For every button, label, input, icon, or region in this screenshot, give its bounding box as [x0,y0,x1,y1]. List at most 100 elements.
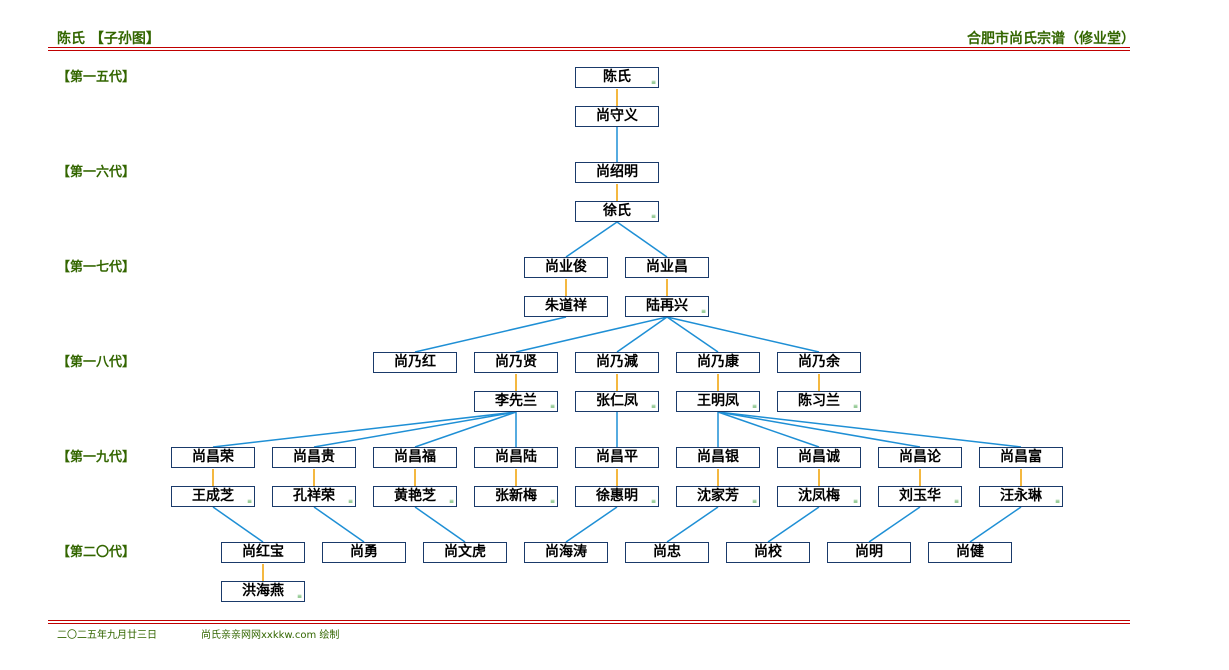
person-name: 尚乃康 [697,354,739,370]
person-name: 尚守义 [596,108,638,124]
person-node[interactable]: 王明凤 ≡ [676,391,760,412]
person-node[interactable]: 沈家芳≡ [676,486,760,507]
spouse-marker-icon: ≡ [347,498,353,505]
marriage-lines [212,89,1022,581]
person-node[interactable]: 尚昌福 [373,447,457,468]
person-name: 尚昌论 [899,449,941,465]
person-name: 尚海涛 [545,544,587,560]
person-node[interactable]: 尚昌贵 [272,447,356,468]
descent-lines [212,127,1022,543]
generation-label-15: 【第一五代】 [57,70,136,85]
person-name: 黄艳芝 [394,488,436,504]
person-node[interactable]: 尚乃贤 [474,352,558,373]
bottom-rule-2 [48,623,1130,624]
person-node[interactable]: 尚忠 [625,542,709,563]
spouse-marker-icon: ≡ [246,498,252,505]
spouse-marker-icon: ≡ [549,403,555,410]
person-node[interactable]: 陈习兰≡ [777,391,861,412]
person-node[interactable]: 朱道祥 [524,296,608,317]
person-node[interactable]: 尚勇 [322,542,406,563]
person-node[interactable]: 尚业昌 [625,257,709,278]
person-node[interactable]: 陈氏 ≡ [575,67,659,88]
person-name: 尚昌银 [697,449,739,465]
person-name: 尚业昌 [646,259,688,275]
person-node[interactable]: 尚红宝 [221,542,305,563]
footer-date: 二〇二五年九月廿三日 [57,630,157,641]
person-node[interactable]: 刘玉华≡ [878,486,962,507]
person-node[interactable]: 尚乃红 [373,352,457,373]
person-node[interactable]: 尚乃康 [676,352,760,373]
person-name: 尚校 [754,544,782,560]
spouse-marker-icon: ≡ [448,498,454,505]
footer-credit: 尚氏亲亲网网xxkkw.com 绘制 [201,630,340,641]
person-name: 尚忠 [653,544,681,560]
person-node[interactable]: 尚昌诚 [777,447,861,468]
person-node[interactable]: 尚绍明 [575,162,659,183]
person-name: 尚昌陆 [495,449,537,465]
person-name: 徐惠明 [596,488,638,504]
person-node[interactable]: 孔祥荣≡ [272,486,356,507]
person-name: 尚明 [855,544,883,560]
chart-title: 陈氏 【子孙图】 [57,31,160,47]
person-name: 尚健 [956,544,984,560]
person-node[interactable]: 王成芝 ≡ [171,486,255,507]
person-node[interactable]: 陆再兴≡ [625,296,709,317]
person-name: 尚昌富 [1000,449,1042,465]
person-node[interactable]: 尚乃余 [777,352,861,373]
person-node[interactable]: 尚昌论 [878,447,962,468]
person-name: 尚乃余 [798,354,840,370]
spouse-marker-icon: ≡ [1054,498,1060,505]
person-name: 尚昌荣 [192,449,234,465]
person-node[interactable]: 尚明 [827,542,911,563]
spouse-marker-icon: ≡ [852,403,858,410]
spouse-marker-icon: ≡ [650,403,656,410]
person-node[interactable]: 尚守义 [575,106,659,127]
person-name: 朱道祥 [545,298,587,314]
person-name: 尚昌平 [596,449,638,465]
bottom-rule-1 [48,620,1130,621]
person-name: 徐氏 [603,203,631,219]
person-node[interactable]: 尚昌平 [575,447,659,468]
person-name: 张新梅 [495,488,537,504]
person-node[interactable]: 张新梅 ≡ [474,486,558,507]
person-name: 洪海燕 [242,583,284,599]
person-name: 王明凤 [697,393,739,409]
person-node[interactable]: 尚昌荣 [171,447,255,468]
spouse-marker-icon: ≡ [549,498,555,505]
person-node[interactable]: 尚健 [928,542,1012,563]
spouse-marker-icon: ≡ [650,79,656,86]
person-node[interactable]: 李先兰 ≡ [474,391,558,412]
generation-label-18: 【第一八代】 [57,355,136,370]
top-rule-2 [48,50,1130,51]
person-node[interactable]: 张仁凤 ≡ [575,391,659,412]
person-name: 李先兰 [495,393,537,409]
genealogy-title: 合肥市尚氏宗谱（修业堂） [967,31,1135,47]
person-name: 张仁凤 [596,393,638,409]
person-node[interactable]: 徐氏≡ [575,201,659,222]
person-node[interactable]: 徐惠明≡ [575,486,659,507]
spouse-marker-icon: ≡ [751,403,757,410]
person-name: 尚业俊 [545,259,587,275]
person-node[interactable]: 尚昌富 [979,447,1063,468]
person-name: 尚昌贵 [293,449,335,465]
person-node[interactable]: 沈凤梅≡ [777,486,861,507]
person-name: 尚乃減 [596,354,638,370]
person-node[interactable]: 汪永琳≡ [979,486,1063,507]
person-name: 尚文虎 [444,544,486,560]
person-name: 尚乃红 [394,354,436,370]
person-name: 陈氏 [603,69,631,85]
person-node[interactable]: 尚昌陆 [474,447,558,468]
person-node[interactable]: 洪海燕≡ [221,581,305,602]
person-name: 尚昌诚 [798,449,840,465]
person-name: 尚昌福 [394,449,436,465]
person-node[interactable]: 尚昌银 [676,447,760,468]
person-node[interactable]: 尚文虎 [423,542,507,563]
person-node[interactable]: 黄艳芝 ≡ [373,486,457,507]
person-node[interactable]: 尚校 [726,542,810,563]
person-node[interactable]: 尚海涛 [524,542,608,563]
person-node[interactable]: 尚业俊 [524,257,608,278]
person-node[interactable]: 尚乃減 [575,352,659,373]
person-name: 陆再兴 [646,298,688,314]
person-name: 王成芝 [192,488,234,504]
